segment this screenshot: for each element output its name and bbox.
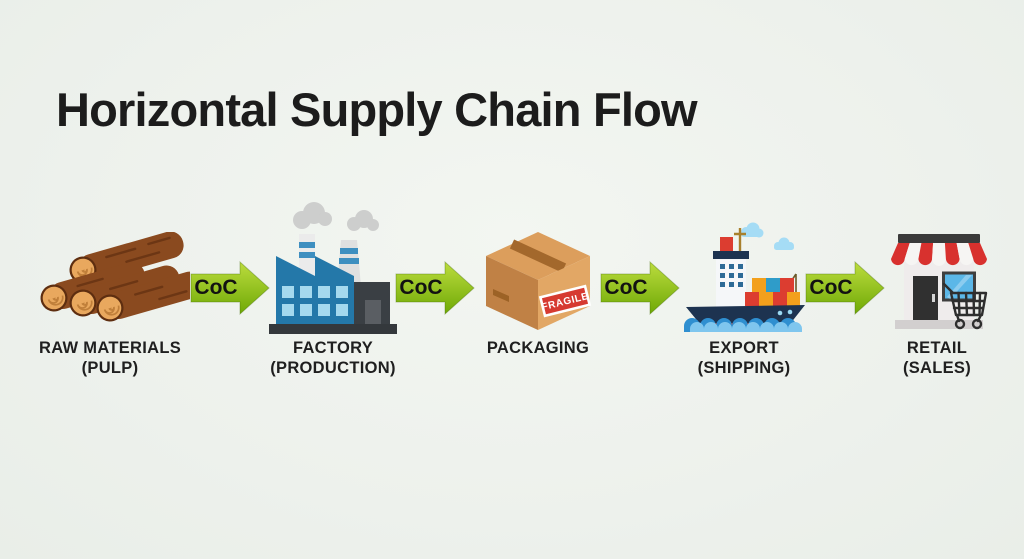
- cargo-ship-icon: [678, 220, 810, 332]
- shopping-cart-icon: [942, 282, 988, 330]
- stage-label-factory: FACTORY (PRODUCTION): [233, 339, 433, 378]
- coc-arrow-3: CoC: [600, 260, 680, 316]
- stage-label-line1: FACTORY: [292, 339, 374, 357]
- coc-arrow-label: CoC: [809, 276, 853, 299]
- storefront-icon: [882, 228, 997, 333]
- arrow-right-icon: [395, 260, 475, 316]
- stage-label-export: EXPORT (SHIPPING): [644, 339, 844, 378]
- coc-arrow-1: CoC: [190, 260, 270, 316]
- logs-icon: [30, 232, 190, 334]
- stage-label-line1: RAW MATERIALS: [39, 339, 181, 357]
- coc-arrow-2: CoC: [395, 260, 475, 316]
- page-title: Horizontal Supply Chain Flow: [56, 83, 698, 136]
- stage-label-raw-materials: RAW MATERIALS (PULP): [10, 339, 210, 378]
- arrow-right-icon: [190, 260, 270, 316]
- cloud-icon: [741, 222, 794, 250]
- stage-label-line2: (PRODUCTION): [270, 358, 396, 377]
- fragile-sticker: FRAGILE: [538, 284, 592, 318]
- stage-label-line1: PACKAGING: [486, 339, 590, 357]
- smoke-clouds: [293, 202, 379, 231]
- arrow-right-icon: [600, 260, 680, 316]
- stage-label-line1: RETAIL: [906, 339, 968, 357]
- package-box-icon: FRAGILE: [478, 230, 598, 332]
- stage-label-line2: (SALES): [902, 358, 972, 377]
- coc-arrow-label: CoC: [399, 276, 443, 299]
- arrow-right-icon: [805, 260, 885, 316]
- factory-icon: [268, 198, 398, 338]
- coc-arrow-label: CoC: [194, 276, 238, 299]
- stage-label-line2: (PULP): [81, 358, 139, 377]
- stage-label-line2: (SHIPPING): [697, 358, 791, 377]
- awning: [891, 243, 987, 266]
- coc-arrow-4: CoC: [805, 260, 885, 316]
- stage-label-packaging: PACKAGING: [438, 339, 638, 359]
- coc-arrow-label: CoC: [604, 276, 648, 299]
- stage-label-line1: EXPORT: [709, 339, 779, 357]
- stage-label-retail: RETAIL (SALES): [837, 339, 1024, 378]
